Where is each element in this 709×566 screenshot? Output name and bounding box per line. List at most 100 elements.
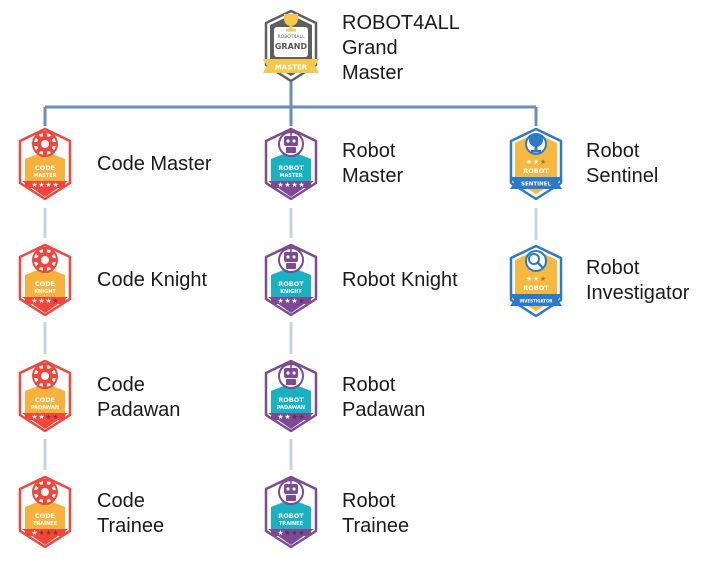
code-master-label: Code Master [97,152,212,177]
star-icon: ★ [298,413,304,421]
star-icon: ★ [38,529,44,537]
label-line: Robot Knight [342,269,458,291]
badge-text: ROBOT [278,164,304,172]
badge-text: ROBOT [523,284,549,292]
star-icon: ★ [52,413,58,421]
star-icon: ★ [31,297,37,305]
star-icon: ★ [45,181,51,189]
badge-text: GRAND [275,42,308,51]
label-line: Sentinel [586,165,659,187]
badge-text: CODE [35,512,55,520]
star-icon: ★ [533,158,539,166]
code-padawan-label: Code Padawan [97,373,180,423]
star-icon: ★ [533,275,539,283]
badge-sub-text: MASTER [33,173,56,179]
label-line: Padawan [97,399,181,421]
label-line: Code [97,374,145,396]
label-line: Robot [586,257,640,279]
badge-sub-text: KNIGHT [280,289,302,295]
gear-icon [34,133,56,155]
trophy-icon [529,135,543,153]
star-icon: ★ [526,275,532,283]
badge-text: CODE [35,280,55,288]
label-line: Padawan [342,399,426,421]
label-line: Trainee [97,515,165,537]
badge-sub-text: MASTER [279,173,302,179]
star-icon: ★ [291,529,297,537]
label-line: Master [342,165,404,187]
badge-ribbon-text: INVESTIGATOR [519,298,552,303]
code-knight-label: Code Knight [97,268,207,293]
star-icon: ★ [284,297,290,305]
magnifier-icon [528,253,544,269]
star-icon: ★ [298,181,304,189]
badge-sub-text: PADAWAN [277,405,305,411]
star-icon: ★ [284,181,290,189]
rating-stars: ★★★★ [277,413,304,421]
badge-sub-text: TRAINEE [279,521,304,527]
robot-master-label: Robot Master [342,139,403,189]
rating-stars: ★★★★ [31,181,58,189]
rating-stars: ★★★★ [277,529,304,537]
star-icon: ★ [526,158,532,166]
badge-sub-text: PADAWAN [31,405,59,411]
star-icon: ★ [298,297,304,305]
star-icon: ★ [31,529,37,537]
star-icon: ★ [38,413,44,421]
label-line: Code Master [97,153,212,175]
badge-ribbon-text: MASTER [275,64,308,72]
badge-text: CODE [35,164,55,172]
label-line: ROBOT4ALL [342,12,460,34]
trophy-icon [284,14,298,32]
star-icon: ★ [31,181,37,189]
star-icon: ★ [298,529,304,537]
robot-investigator-label: Robot Investigator [586,256,689,306]
robot-sentinel-label: Robot Sentinel [586,139,658,189]
label-line: Robot [586,140,640,162]
robot-investigator-badge: ★★★ROBOT INVESTIGATOR [507,244,565,320]
star-icon: ★ [277,413,283,421]
star-icon: ★ [52,181,58,189]
robot-trainee-label: Robot Trainee [342,489,409,539]
rating-stars: ★★★ [526,158,546,166]
star-icon: ★ [284,413,290,421]
rating-stars: ★★★★ [31,413,58,421]
star-icon: ★ [291,413,297,421]
label-line: Grand [342,37,398,59]
label-line: Robot [342,374,396,396]
gear-icon [34,249,56,271]
robot-icon [284,246,298,269]
star-icon: ★ [291,181,297,189]
label-line: Master [342,62,404,84]
star-icon: ★ [38,181,44,189]
robot-knight-label: Robot Knight [342,268,458,293]
badge-text: ROBOT [278,280,304,288]
badge-sub-text: TRAINEE [33,521,58,527]
star-icon: ★ [277,181,283,189]
badge-text: ROBOT [278,396,304,404]
label-line: Robot [342,140,396,162]
star-icon: ★ [277,529,283,537]
robot-padawan-label: Robot Padawan [342,373,425,423]
star-icon: ★ [291,297,297,305]
badge-text: ROBOT [278,512,304,520]
rating-stars: ★★★★ [277,181,304,189]
rating-stars: ★★★ [526,275,546,283]
badge-ribbon-text: SENTINEL [521,181,551,187]
rating-stars: ★★★★ [277,297,304,305]
code-trainee-label: Code Trainee [97,489,164,539]
badge-text: ROBOT [523,167,549,175]
badge-top-text: ROBOT4ALL [278,34,305,40]
robot-icon [284,130,298,153]
rating-stars: ★★★★ [31,529,58,537]
gear-icon [34,481,56,503]
